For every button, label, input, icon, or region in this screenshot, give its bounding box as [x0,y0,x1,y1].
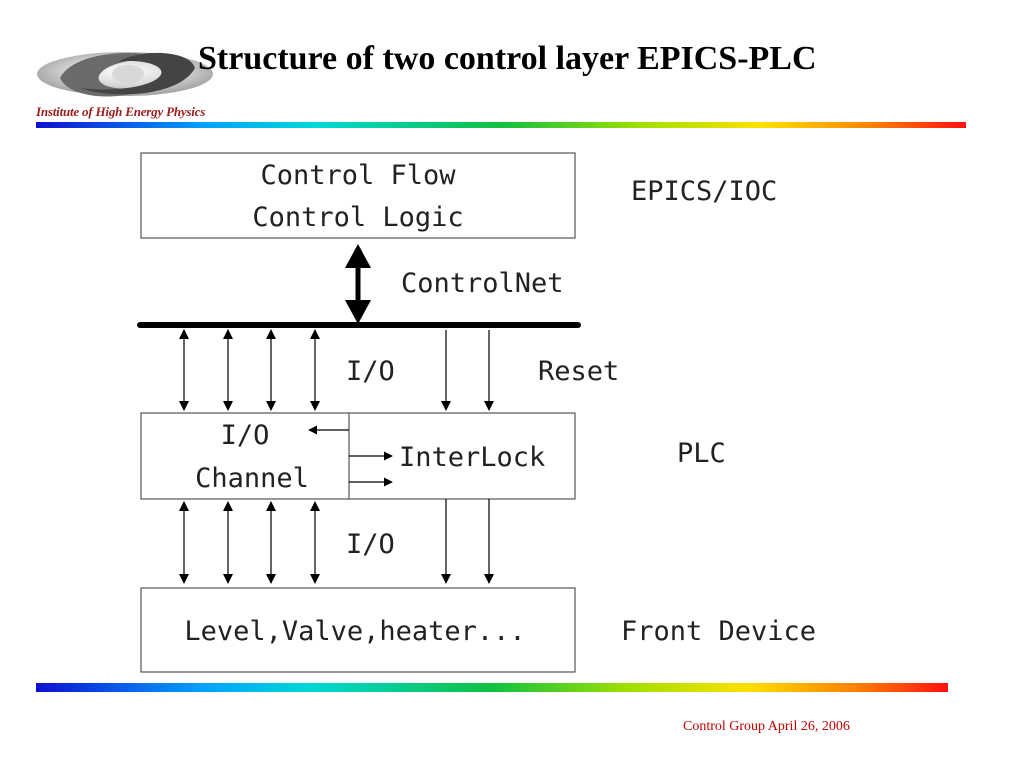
lower-io-label: I/O [346,529,395,560]
controlnet-arrowhead-down [345,300,371,324]
front-device-label: Front Device [621,616,816,647]
interlock-label: InterLock [399,442,545,473]
controlnet-arrowhead-up [345,244,371,268]
epics-ioc-label: EPICS/IOC [631,176,777,207]
institute-logo [30,38,230,124]
ioc-box [140,152,576,239]
slide-title: Structure of two control layer EPICS-PLC [198,40,817,77]
device-box-text: Level,Valve,heater... [184,616,525,647]
ioc-box-line1: Control Flow [260,160,456,191]
plc-box [140,412,576,500]
plc-label: PLC [677,438,726,469]
device-box [140,587,576,673]
bottom-rainbow-divider [36,683,948,692]
upper-io-label: I/O [346,356,395,387]
controlnet-label: ControlNet [401,268,564,299]
footer-text: Control Group April 26, 2006 [683,719,850,734]
reset-label: Reset [538,356,619,387]
logo-text: Institute of High Energy Physics [36,104,206,119]
plc-io-line1: I/O [221,420,270,451]
ioc-box-line2: Control Logic [252,202,463,233]
plc-io-line2: Channel [195,463,309,494]
top-rainbow-divider [36,122,966,128]
